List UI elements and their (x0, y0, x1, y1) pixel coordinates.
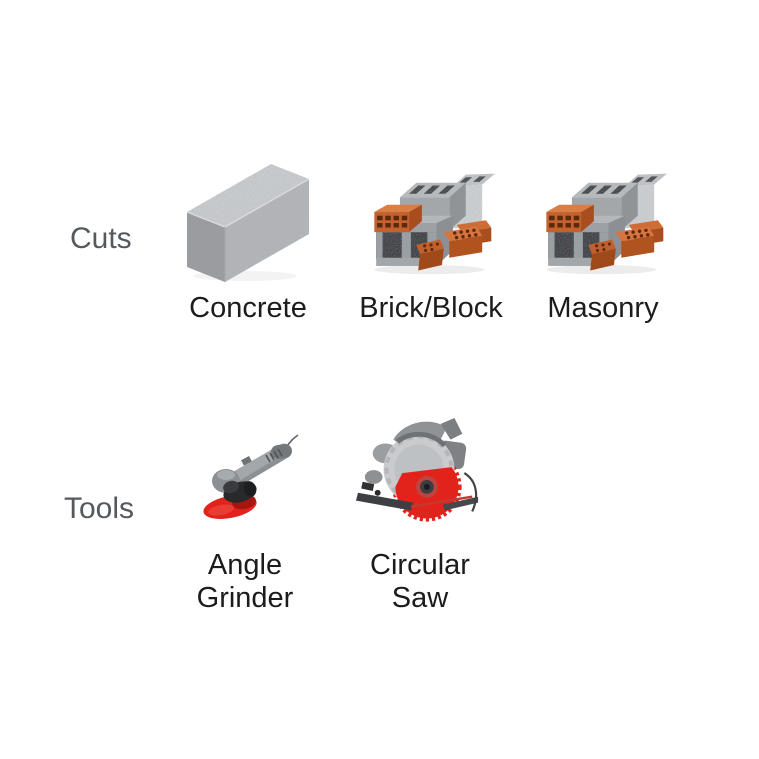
cut-item-brick-block: Brick/Block (359, 162, 503, 325)
circular-saw-icon (356, 414, 484, 542)
brick-block-pile-icon (367, 170, 495, 276)
brick-block-image (365, 162, 497, 284)
circular-saw-label: Circular Saw (370, 549, 470, 615)
angle-grinder-image (185, 418, 305, 543)
brick-block-label: Brick/Block (359, 292, 503, 324)
brick-block-pile-icon (539, 170, 667, 276)
tools-row-label: Tools (64, 492, 135, 525)
circular-saw-image (355, 413, 485, 543)
concrete-label: Concrete (189, 292, 307, 324)
tool-item-circular-saw: Circular Saw (355, 413, 485, 615)
circular-saw-label-line1: Circular (370, 549, 470, 581)
circular-saw-label-line2: Saw (391, 582, 449, 614)
cuts-row-label: Cuts (70, 222, 132, 255)
angle-grinder-label-line1: Angle (207, 549, 283, 581)
masonry-image (537, 162, 669, 284)
angle-grinder-label: Angle Grinder (197, 549, 294, 615)
concrete-image (182, 162, 314, 284)
angle-grinder-label-line2: Grinder (196, 582, 294, 614)
angle-grinder-icon (190, 431, 300, 531)
masonry-label: Masonry (547, 292, 659, 324)
cut-item-concrete: Concrete (182, 162, 314, 325)
cut-item-masonry: Masonry (537, 162, 669, 325)
concrete-block-icon (187, 164, 309, 282)
tool-item-angle-grinder: Angle Grinder (185, 418, 305, 615)
